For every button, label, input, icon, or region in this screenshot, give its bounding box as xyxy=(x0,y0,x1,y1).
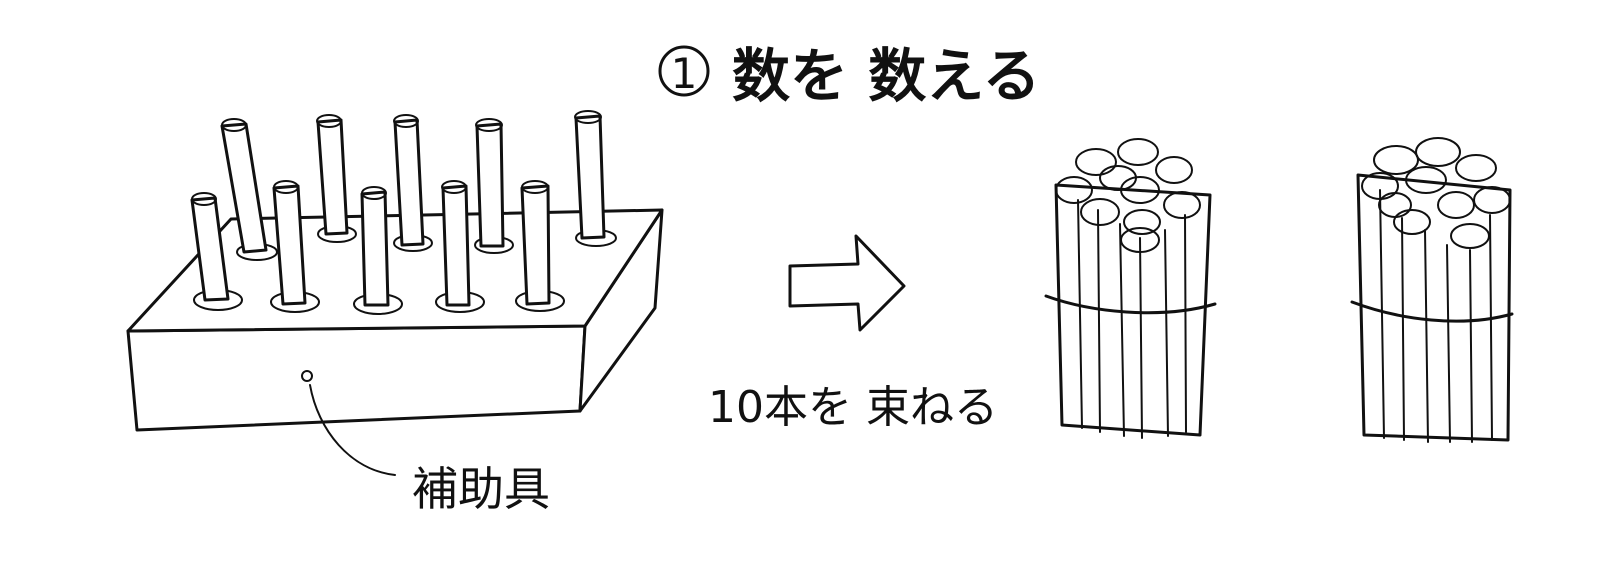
peg-board-front xyxy=(126,324,587,432)
peg-front-2 xyxy=(270,180,320,313)
peg-front-3 xyxy=(353,186,403,315)
peg-back-5 xyxy=(574,110,617,247)
device-label: 補助具 xyxy=(412,462,550,516)
peg-back-2 xyxy=(316,114,357,243)
stick-bundle-icon xyxy=(1044,138,1217,439)
peg-front-1 xyxy=(190,192,243,311)
stick-bundle-icon xyxy=(1350,137,1514,443)
bundle-instruction-label: 10本を 束ねる xyxy=(708,382,998,433)
screw-icon xyxy=(301,370,313,382)
title-group: 1 数を 数える xyxy=(658,42,1040,110)
peg-back-3 xyxy=(393,114,433,252)
peg-back-4 xyxy=(474,118,514,254)
title-number-circle xyxy=(658,45,710,97)
peg-back-1 xyxy=(220,118,278,261)
page-title: 数を 数える xyxy=(732,42,1040,110)
peg-front-4 xyxy=(435,180,485,313)
peg-front-5 xyxy=(515,180,565,312)
title-number: 1 xyxy=(671,49,698,98)
device-pointer-line xyxy=(309,384,396,476)
peg-board-icon xyxy=(126,110,664,476)
right-arrow-icon xyxy=(788,234,906,332)
